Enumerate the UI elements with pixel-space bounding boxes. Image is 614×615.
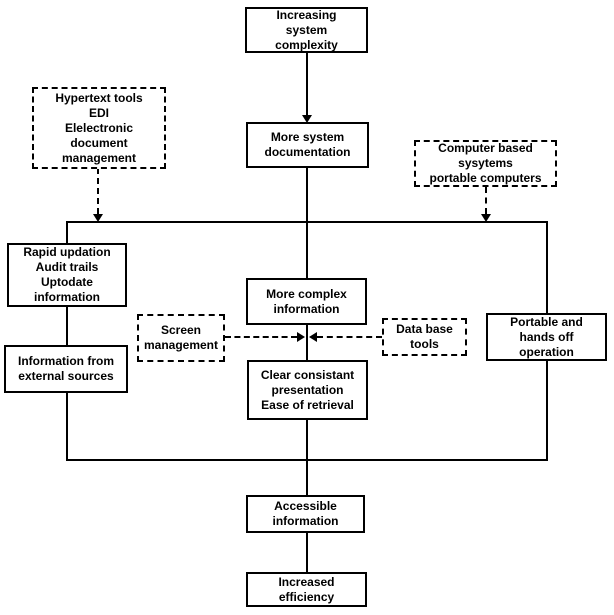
node-clear-consistant-presentation: Clear consistant presentation Ease of re… bbox=[247, 360, 368, 420]
node-accessible-information: Accessible information bbox=[246, 495, 365, 533]
connector-complexity-to-documentation bbox=[306, 53, 308, 115]
connector-documentation-to-complex-info bbox=[306, 168, 308, 278]
connector-merge-bottom bbox=[66, 459, 548, 461]
arrowhead-down-icon bbox=[481, 214, 491, 222]
arrowhead-right-icon bbox=[297, 332, 305, 342]
node-increasing-system-complexity: Increasing system complexity bbox=[245, 7, 368, 53]
arrowhead-left-icon bbox=[309, 332, 317, 342]
arrowhead-down-icon bbox=[93, 214, 103, 222]
connector-clear-to-accessible bbox=[306, 420, 308, 495]
connector-computer-based-dashed bbox=[485, 187, 487, 214]
node-rapid-updation: Rapid updation Audit trails Uptodate inf… bbox=[7, 243, 127, 307]
connector-accessible-to-efficiency bbox=[306, 533, 308, 572]
connector-left-branch-down bbox=[66, 222, 68, 244]
connector-screen-management-dashed bbox=[225, 336, 297, 338]
node-information-from-external-sources: Information from external sources bbox=[4, 345, 128, 393]
connector-hypertext-dashed bbox=[97, 168, 99, 214]
connector-external-to-merge bbox=[66, 393, 68, 461]
node-screen-management: Screen management bbox=[137, 314, 225, 362]
arrowhead-down-icon bbox=[302, 115, 312, 123]
node-portable-hands-off: Portable and hands off operation bbox=[486, 313, 607, 361]
node-more-complex-information: More complex information bbox=[246, 278, 367, 325]
connector-branch-top bbox=[66, 221, 548, 223]
node-data-base-tools: Data base tools bbox=[382, 318, 467, 356]
node-increased-efficiency: Increased efficiency bbox=[246, 572, 367, 607]
node-more-system-documentation: More system documentation bbox=[246, 122, 369, 168]
node-computer-based-systems: Computer based sysytems portable compute… bbox=[414, 140, 557, 187]
connector-complex-to-clear bbox=[306, 325, 308, 360]
connector-rapid-to-external bbox=[66, 307, 68, 346]
node-hypertext-tools: Hypertext tools EDI Elelectronic documen… bbox=[32, 87, 166, 169]
connector-portable-to-merge bbox=[546, 361, 548, 461]
connector-right-branch-down bbox=[546, 222, 548, 314]
connector-data-base-tools-dashed bbox=[317, 336, 382, 338]
